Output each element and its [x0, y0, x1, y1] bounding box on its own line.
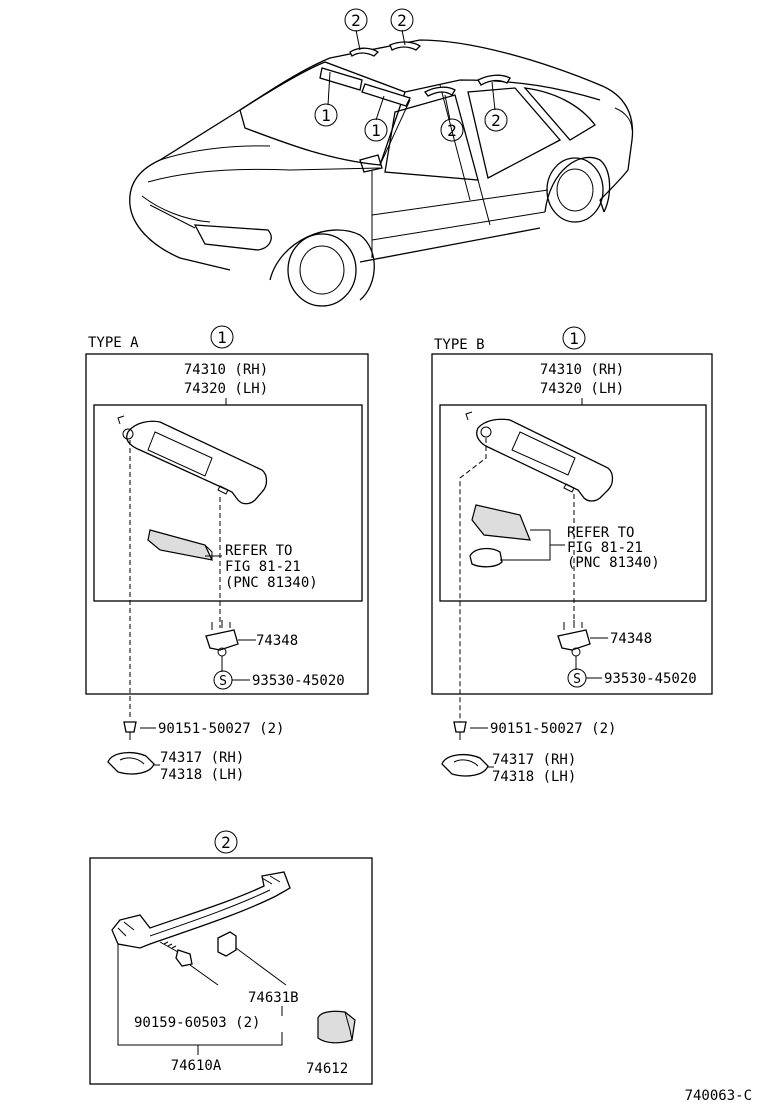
vanity-lamp: [471, 504, 531, 541]
callout-1: 1: [217, 328, 227, 347]
plug-part-number: 74612: [306, 1061, 348, 1077]
visor-cover: [441, 753, 489, 777]
refer-to-line2: FIG 81-21: [567, 540, 643, 556]
callout-1: 1: [569, 329, 579, 348]
visor-rh-part-number: 74310 (RH): [540, 362, 624, 378]
callout-2: 2: [447, 121, 457, 140]
bolt: [159, 941, 193, 967]
type-b-label: TYPE B: [434, 337, 485, 353]
type-a-frame: [85, 353, 369, 695]
visor-holder: [205, 620, 239, 657]
type-a-label: TYPE A: [88, 335, 139, 351]
cover-rh-part-number: 74317 (RH): [160, 750, 244, 766]
refer-to-line2: FIG 81-21: [225, 559, 301, 575]
clip: [453, 721, 467, 740]
refer-to-line3: (PNC 81340): [567, 555, 660, 571]
visor-lh-part-number: 74320 (LH): [540, 381, 624, 397]
visor-lh-part-number: 74320 (LH): [184, 381, 268, 397]
type-b-inner-frame: [439, 404, 707, 602]
type-b-frame: [431, 353, 713, 695]
vanity-lamp: [147, 529, 214, 561]
cap-part-number: 74631B: [248, 990, 299, 1006]
callout-1: 1: [321, 106, 331, 125]
assist-grip-frame: [89, 857, 373, 1085]
sun-visor: [465, 411, 614, 502]
clip-part-number: 90151-50027 (2): [158, 721, 284, 737]
assembly-part-number: 74610A: [171, 1058, 222, 1074]
callout-2: 2: [221, 833, 231, 852]
cover-rh-part-number: 74317 (RH): [492, 752, 576, 768]
cover-lh-part-number: 74318 (LH): [160, 767, 244, 783]
screw-part-number: 93530-45020: [252, 673, 345, 689]
callout-2: 2: [351, 11, 361, 30]
grip-plug: [317, 1010, 356, 1044]
cover-lh-part-number: 74318 (LH): [492, 769, 576, 785]
sun-visor: [117, 415, 268, 505]
callout-1: 1: [371, 121, 381, 140]
car-illustration: 2 2 1 1 2 2: [129, 8, 634, 307]
vanity-mirror: [469, 547, 503, 568]
screw-symbol: S: [219, 674, 227, 689]
callout-2: 2: [491, 111, 501, 130]
refer-to-line1: REFER TO: [567, 525, 634, 541]
bolt-part-number: 90159-60503 (2): [134, 1015, 260, 1031]
clip: [123, 721, 137, 740]
screw-part-number: 93530-45020: [604, 671, 697, 687]
refer-to-line3: (PNC 81340): [225, 575, 318, 591]
visor-holder: [557, 620, 591, 657]
holder-part-number: 74348: [256, 633, 298, 649]
visor-rh-part-number: 74310 (RH): [184, 362, 268, 378]
refer-to-line1: REFER TO: [225, 543, 292, 559]
screw-symbol: S: [573, 672, 581, 687]
clip-part-number: 90151-50027 (2): [490, 721, 616, 737]
figure-code: 740063-C: [685, 1088, 752, 1104]
type-b-section: TYPE B 1 74310 (RH) 74320 (LH) REFER TO …: [431, 326, 713, 785]
holder-part-number: 74348: [610, 631, 652, 647]
assist-grip-section: 2 74631B 90159-60503 (2) 74610A 74612: [89, 830, 373, 1085]
type-a-inner-frame: [93, 404, 363, 602]
assist-grip: [111, 871, 291, 949]
callout-2: 2: [397, 11, 407, 30]
type-a-section: TYPE A 1 74310 (RH) 74320 (LH) REFER TO …: [85, 325, 369, 783]
visor-cover: [107, 751, 155, 775]
grip-cap: [217, 931, 237, 957]
